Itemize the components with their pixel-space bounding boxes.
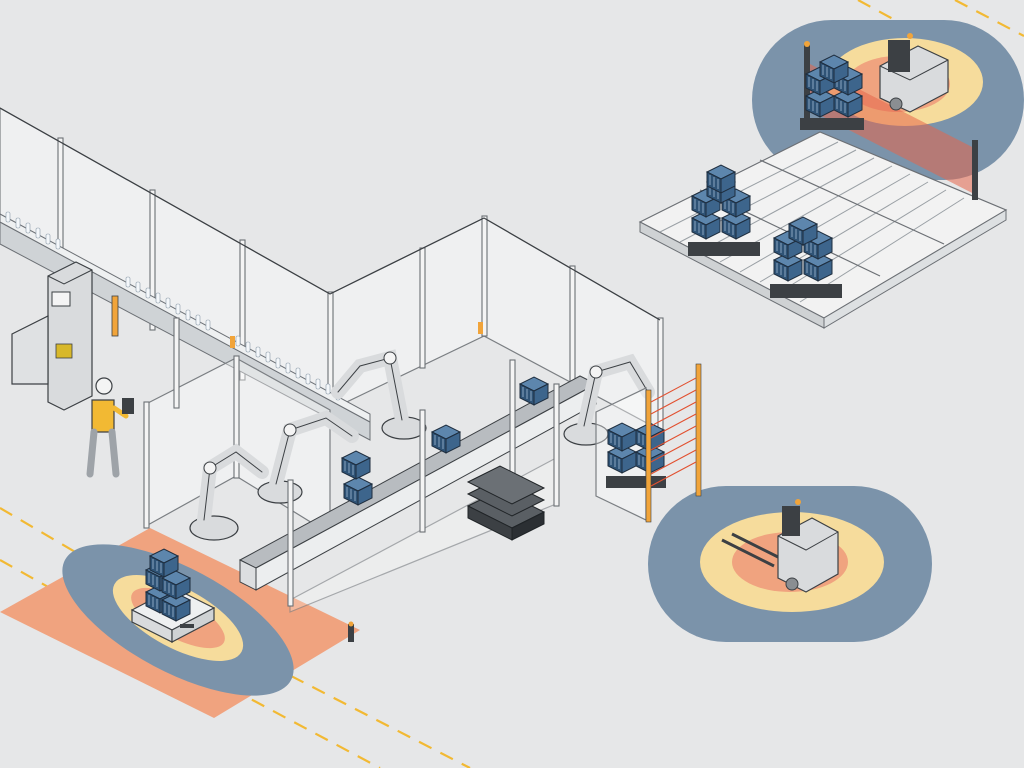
worker-icon — [95, 377, 113, 395]
stack-light-icon — [478, 322, 483, 334]
automated-forklift-top — [879, 33, 949, 113]
hmi-screen-icon — [51, 291, 71, 307]
robot-arm-right — [563, 353, 655, 446]
forklift-icon — [777, 517, 839, 593]
light-curtain — [645, 363, 702, 523]
safety-controller-icon — [122, 398, 134, 414]
crate-stack-top — [800, 54, 864, 130]
robot-arm-left — [189, 443, 269, 541]
crate-stack-middle-right — [770, 216, 842, 298]
empty-pallet-stack — [466, 465, 546, 541]
palletizing-cell — [595, 363, 702, 523]
agv-with-crates — [130, 548, 354, 643]
agv-icon — [180, 624, 194, 628]
safety-light-icon — [111, 295, 119, 337]
crate-stack-middle-left — [688, 164, 760, 256]
safety-scanner-icon — [348, 624, 354, 642]
automated-forklift-right — [721, 499, 839, 593]
control-cabinet — [11, 261, 119, 411]
robot-arm-back — [331, 349, 427, 440]
operator-with-safety-controller — [86, 377, 134, 478]
